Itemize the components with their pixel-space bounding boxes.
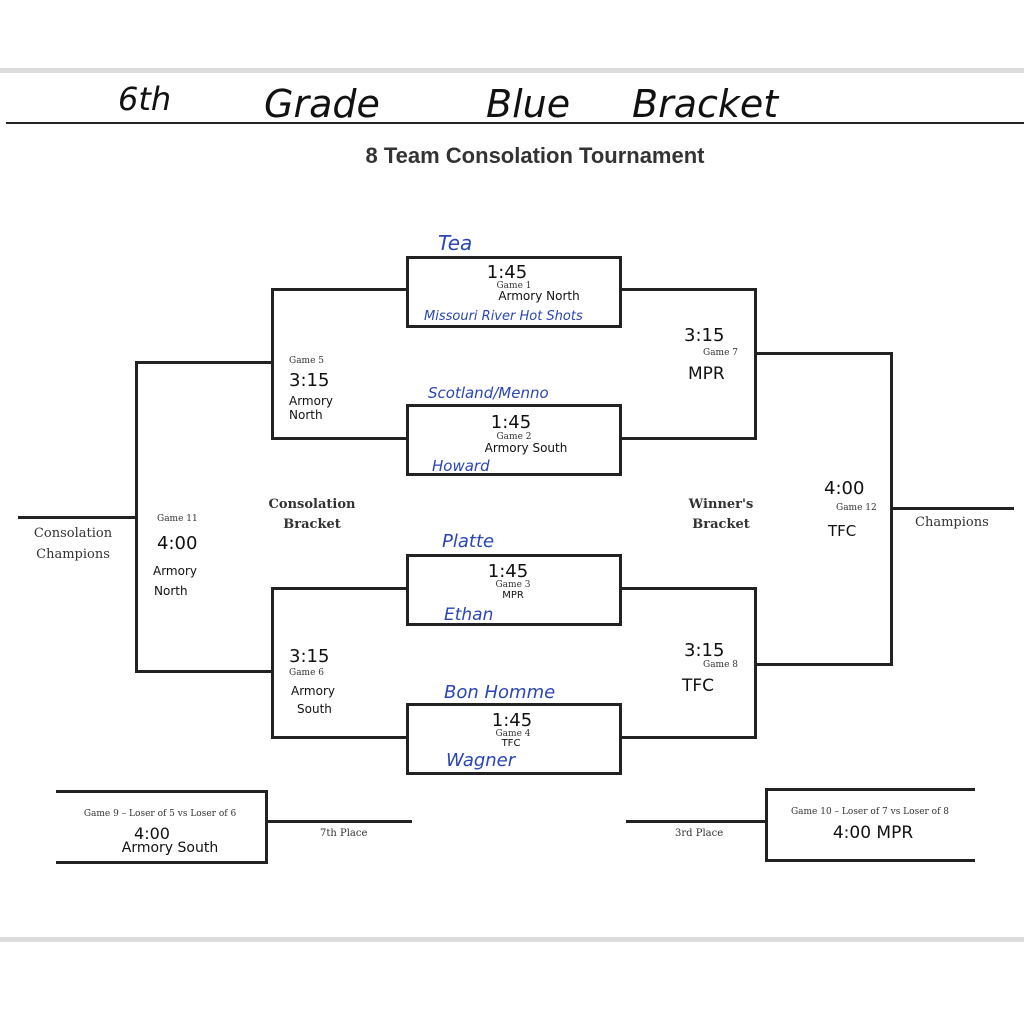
game-8-location: TFC <box>682 676 715 696</box>
game-3-location: MPR <box>502 590 524 601</box>
bracket-line <box>271 736 406 739</box>
game-5-time: 3:15 <box>289 370 330 391</box>
game-6-location-line1: Armory <box>291 684 335 698</box>
game-8-label: Game 8 <box>703 660 739 670</box>
bracket-line <box>271 288 406 291</box>
header-grade-number: 6th <box>118 80 172 118</box>
game-1-label: Game 1 <box>496 281 532 291</box>
bracket-line <box>135 670 272 673</box>
game-4-team-bottom: Wagner <box>446 750 516 771</box>
game-2-location: Armory South <box>484 441 568 455</box>
seventh-place-line <box>268 820 412 823</box>
game-5-location-line2: North <box>289 408 323 422</box>
game-1-box <box>406 256 622 328</box>
game-9-time: 4:00 <box>134 824 170 843</box>
paper-sheet <box>0 68 1024 942</box>
bracket-line <box>754 288 757 440</box>
game-2-time: 1:45 <box>490 412 532 433</box>
game-7-time: 3:15 <box>684 325 725 346</box>
bracket-line <box>271 437 406 440</box>
third-place-label: 3rd Place <box>675 828 724 839</box>
game-5-label: Game 5 <box>289 356 325 366</box>
game-4-time: 1:45 <box>491 710 533 731</box>
game-4-box <box>406 703 622 775</box>
champions-label: Champions <box>915 515 989 530</box>
page-title: 8 Team Consolation Tournament <box>365 143 705 168</box>
header-rule <box>6 122 1024 124</box>
game-10-line <box>765 859 975 862</box>
game-10-label: Game 10 – Loser of 7 vs Loser of 8 <box>790 807 950 817</box>
game-11-location-line2: North <box>154 584 188 598</box>
game-7-location: MPR <box>688 364 725 384</box>
game-9-label: Game 9 – Loser of 5 vs Loser of 6 <box>83 809 237 819</box>
bracket-line <box>756 663 893 666</box>
header-color-word: Blue <box>486 82 571 126</box>
game-11-time: 4:00 <box>157 533 198 554</box>
game-2-label: Game 2 <box>496 432 532 442</box>
game-4-team-top: Bon Homme <box>444 682 556 703</box>
bracket-line <box>754 587 757 739</box>
game-5-location-line1: Armory <box>289 394 333 408</box>
game-12-time: 4:00 <box>824 478 865 499</box>
header-bracket-word: Bracket <box>632 82 779 126</box>
game-11-label: Game 11 <box>157 514 198 524</box>
game-9-location: Armory South <box>121 840 219 856</box>
consolation-bracket-label-line2: Bracket <box>283 517 341 532</box>
game-12-label: Game 12 <box>836 503 877 513</box>
bracket-line <box>622 288 757 291</box>
consolation-bracket-label-line1: Consolation <box>268 497 356 512</box>
bracket-line <box>135 361 272 364</box>
game-1-team-bottom: Missouri River Hot Shots <box>424 309 583 324</box>
bracket-line <box>890 352 893 666</box>
bracket-line <box>271 587 406 590</box>
game-3-time: 1:45 <box>487 561 529 582</box>
game-3-label: Game 3 <box>495 580 531 590</box>
seventh-place-label: 7th Place <box>320 828 368 839</box>
game-9-line <box>56 861 268 864</box>
game-10-line <box>765 788 975 791</box>
game-2-box <box>406 404 622 476</box>
third-place-line <box>626 820 766 823</box>
game-3-box <box>406 554 622 626</box>
bracket-line <box>18 516 137 519</box>
consolation-champions-label-line2: Champions <box>36 547 110 562</box>
header-grade-word: Grade <box>264 82 380 126</box>
consolation-champions-label-line1: Consolation <box>33 526 113 541</box>
game-1-time: 1:45 <box>486 262 528 283</box>
game-9-line <box>56 790 268 793</box>
game-6-label: Game 6 <box>289 668 325 678</box>
winners-bracket-label-line2: Bracket <box>692 517 750 532</box>
bracket-line <box>892 507 1014 510</box>
game-9-line <box>265 790 268 864</box>
bracket-line <box>622 437 757 440</box>
game-4-label: Game 4 <box>495 729 531 739</box>
game-10-time-location: 4:00 MPR <box>832 823 914 843</box>
game-11-location-line1: Armory <box>153 564 197 578</box>
game-2-team-bottom: Howard <box>432 457 490 475</box>
game-8-time: 3:15 <box>684 640 725 661</box>
bracket-line <box>622 736 757 739</box>
game-10-line <box>765 788 768 862</box>
game-1-team-top: Tea <box>438 231 473 255</box>
bracket-line <box>271 587 274 739</box>
game-6-location-line2: South <box>297 702 332 716</box>
bracket-line <box>756 352 893 355</box>
bracket-line <box>622 587 757 590</box>
game-6-time: 3:15 <box>289 646 330 667</box>
game-1-location: Armory North <box>498 289 580 303</box>
bracket-line <box>271 288 274 440</box>
game-12-location: TFC <box>828 522 857 540</box>
game-7-label: Game 7 <box>703 348 739 358</box>
winners-bracket-label-line1: Winner's <box>688 497 754 512</box>
game-3-team-top: Platte <box>442 531 495 552</box>
game-4-location: TFC <box>501 738 521 749</box>
game-2-team-top: Scotland/Menno <box>428 384 549 402</box>
game-3-team-bottom: Ethan <box>444 605 494 625</box>
